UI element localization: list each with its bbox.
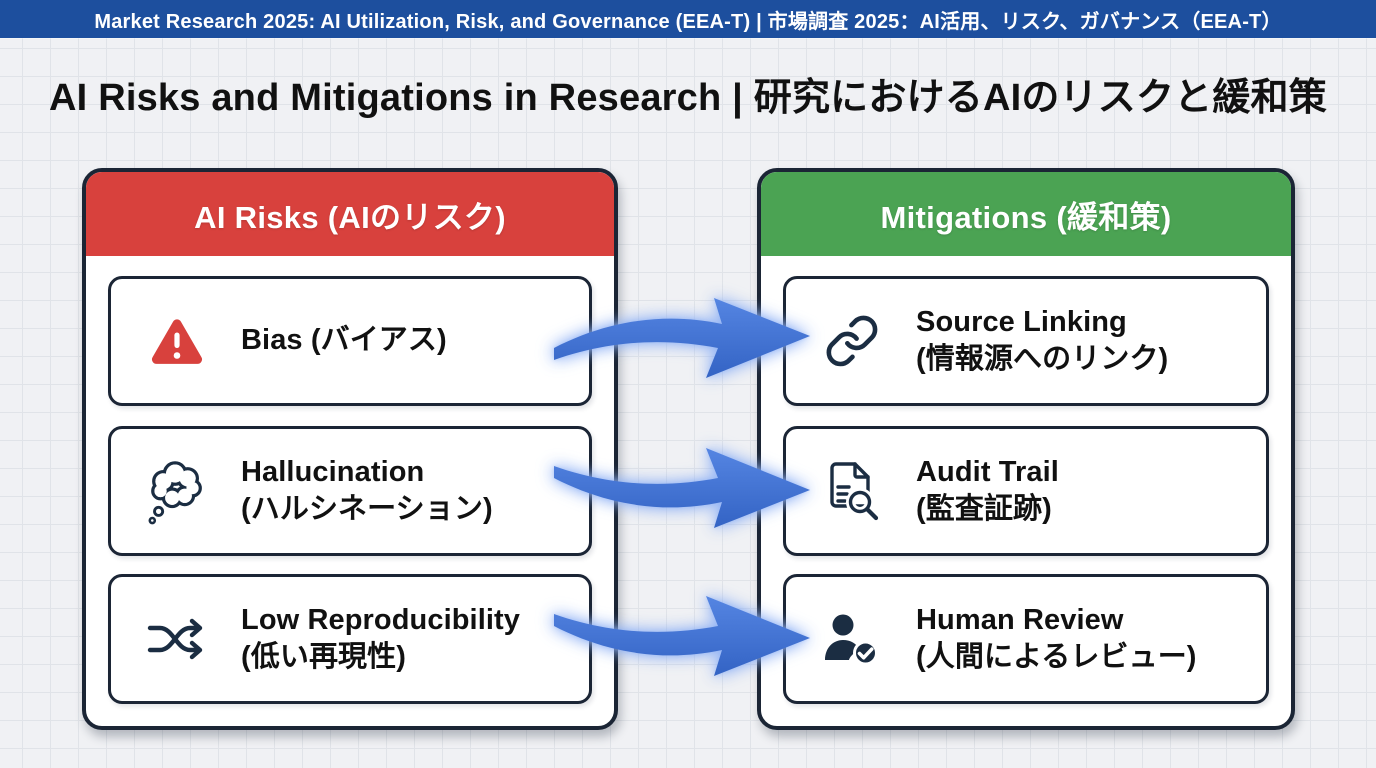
mitigations-panel: Mitigations (緩和策) Source Linking (情報源へのリ… [757, 168, 1295, 730]
risk-label-ja: (バイアス) [310, 324, 447, 357]
risk-card-label: Low Reproducibility (低い再現性) [241, 602, 520, 676]
mitigation-label-ja: (人間によるレビュー) [916, 641, 1197, 673]
mitigation-card-audit-trail: Audit Trail (監査証跡) [783, 426, 1269, 556]
risk-card-hallucination: Hallucination (ハルシネーション) [108, 426, 592, 556]
mitigation-label-en: Audit Trail [916, 455, 1059, 488]
risk-label-en: Low Reproducibility [241, 603, 521, 636]
warning-triangle-icon [141, 279, 213, 403]
top-banner-title: Market Research 2025: AI Utilization, Ri… [94, 10, 1282, 33]
risk-card-label: Bias (バイアス) [241, 322, 447, 359]
risk-card-label: Hallucination (ハルシネーション) [241, 454, 493, 528]
link-icon [816, 279, 888, 403]
mitigation-label-ja: (情報源へのリンク) [916, 343, 1169, 375]
person-check-icon [816, 577, 888, 701]
risk-label-en: Hallucination [241, 455, 425, 488]
risks-panel-title: AI Risks (AIのリスク) [194, 199, 506, 235]
page-title: AI Risks and Mitigations in Research | 研… [49, 77, 1327, 119]
risks-panel: AI Risks (AIのリスク) Bias (バイアス) [82, 168, 618, 730]
risk-label-ja: (低い再現性) [241, 641, 407, 673]
mitigation-label-en: Source Linking [916, 305, 1127, 338]
mitigation-card-human-review: Human Review (人間によるレビュー) [783, 574, 1269, 704]
audit-document-icon [816, 429, 888, 553]
mitigation-card-label: Source Linking (情報源へのリンク) [916, 304, 1168, 378]
mitigation-label-ja: (監査証跡) [916, 493, 1052, 525]
risk-label-ja: (ハルシネーション) [241, 493, 493, 525]
mitigation-card-label: Human Review (人間によるレビュー) [916, 602, 1197, 676]
mitigation-card-label: Audit Trail (監査証跡) [916, 454, 1059, 528]
risks-panel-header: AI Risks (AIのリスク) [86, 172, 614, 256]
risk-label-en: Bias [241, 324, 303, 357]
risk-card-bias: Bias (バイアス) [108, 276, 592, 406]
mitigations-panel-header: Mitigations (緩和策) [761, 172, 1291, 256]
mitigations-panel-title: Mitigations (緩和策) [880, 199, 1172, 235]
shuffle-icon [141, 577, 213, 701]
thought-bubble-icon [141, 429, 213, 553]
top-banner: Market Research 2025: AI Utilization, Ri… [0, 0, 1376, 38]
risk-card-low-reproducibility: Low Reproducibility (低い再現性) [108, 574, 592, 704]
mitigation-label-en: Human Review [916, 603, 1124, 636]
mitigation-card-source-linking: Source Linking (情報源へのリンク) [783, 276, 1269, 406]
